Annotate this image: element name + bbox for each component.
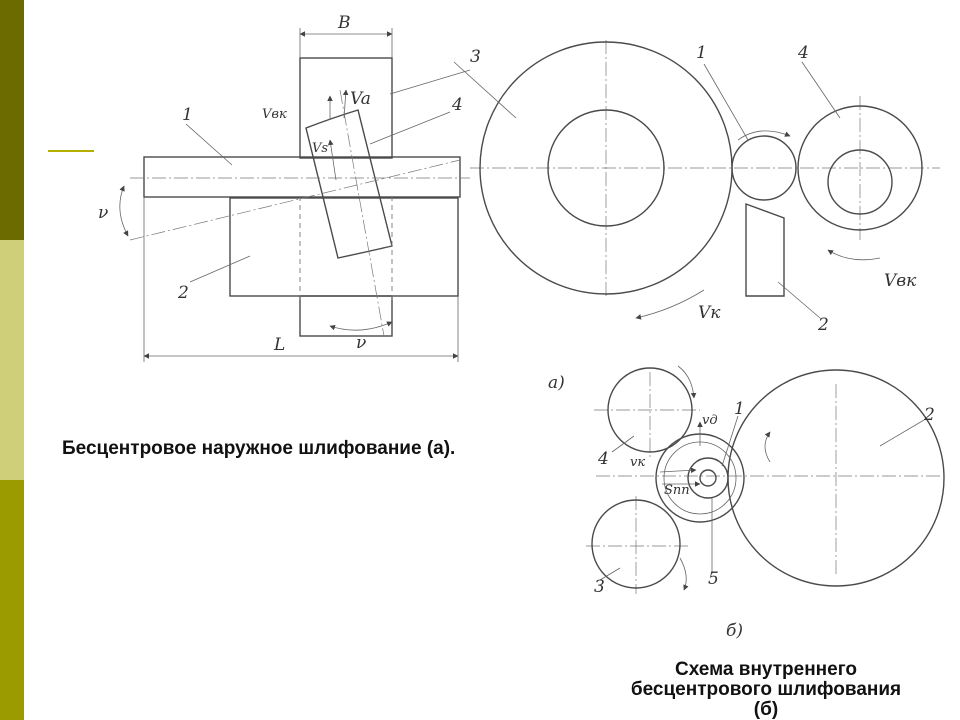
accent-rule bbox=[48, 150, 94, 152]
regulating-wheel-hub bbox=[827, 149, 893, 215]
dimension-l-label: L bbox=[273, 335, 285, 355]
velocity-vs-label: Vs bbox=[312, 141, 328, 156]
workpiece-bar bbox=[143, 156, 461, 198]
part-1-label: 1 bbox=[182, 105, 193, 125]
front-part-1-label: 1 bbox=[696, 43, 707, 63]
front-part-2-label: 2 bbox=[817, 315, 829, 335]
support-block bbox=[229, 197, 459, 297]
b-part-5-label: 5 bbox=[708, 569, 719, 589]
front-part-4-label: 4 bbox=[797, 43, 809, 63]
b-part-1-label: 1 bbox=[734, 399, 745, 419]
velocity-vbk-label: Vвк bbox=[262, 107, 287, 122]
roller-top bbox=[607, 367, 693, 453]
b-part-2-label: 2 bbox=[923, 405, 935, 425]
velocity-va-label: Va bbox=[350, 89, 371, 109]
part-2-label: 2 bbox=[177, 283, 189, 303]
workpiece-circle bbox=[731, 135, 797, 201]
caption-b-line2: бесцентрового шлифования bbox=[630, 679, 902, 700]
velocity-vbk-front-label: Vвк bbox=[884, 271, 917, 291]
regulating-wheel-tilted bbox=[305, 109, 393, 259]
diagram-b: vд vк Sпп 1 2 3 4 5 б) bbox=[586, 365, 945, 641]
grinding-wheel-block bbox=[299, 57, 393, 159]
support-knife bbox=[745, 202, 785, 297]
caption-figure-a: Бесцентровое наружное шлифование (а). bbox=[62, 438, 456, 459]
dimension-b-label: В bbox=[337, 13, 351, 33]
sidebar-block-middle bbox=[0, 240, 24, 480]
part-4-label: 4 bbox=[451, 95, 463, 115]
b-part-4-label: 4 bbox=[597, 449, 609, 469]
velocity-vk-b-label: vк bbox=[630, 455, 645, 470]
slide-sidebar bbox=[0, 0, 24, 720]
velocity-vk-label: Vк bbox=[698, 303, 721, 323]
angle-left-label: ν bbox=[98, 203, 108, 223]
caption-figure-b: Схема внутреннего бесцентрового шлифован… bbox=[596, 660, 936, 720]
roller-bottom bbox=[591, 499, 681, 589]
b-part-3-label: 3 bbox=[594, 577, 605, 597]
grinding-wheel-core bbox=[699, 469, 717, 487]
caption-b-line1: Схема внутреннего bbox=[674, 659, 857, 680]
grinding-wheel-hub bbox=[547, 109, 665, 227]
regulating-wheel bbox=[797, 105, 923, 231]
angle-bottom-label: ν bbox=[356, 333, 366, 353]
feed-label: Sпп bbox=[664, 483, 690, 498]
sidebar-block-top bbox=[0, 0, 24, 240]
part-3-label: 3 bbox=[470, 47, 481, 67]
grinding-wheel-internal bbox=[687, 457, 729, 499]
diagram-a-side-view: В L ν ν Vвк Va Vs 3 4 1 2 bbox=[98, 13, 481, 362]
subfigure-a-label: а) bbox=[548, 373, 565, 393]
velocity-vd-label: vд bbox=[702, 413, 718, 428]
diagram-a-front-view: 1 4 2 Vвк Vк а) bbox=[453, 40, 940, 393]
sidebar-block-bottom bbox=[0, 480, 24, 720]
subfigure-b-label: б) bbox=[726, 621, 743, 641]
caption-b-line3: (б) bbox=[753, 699, 779, 720]
